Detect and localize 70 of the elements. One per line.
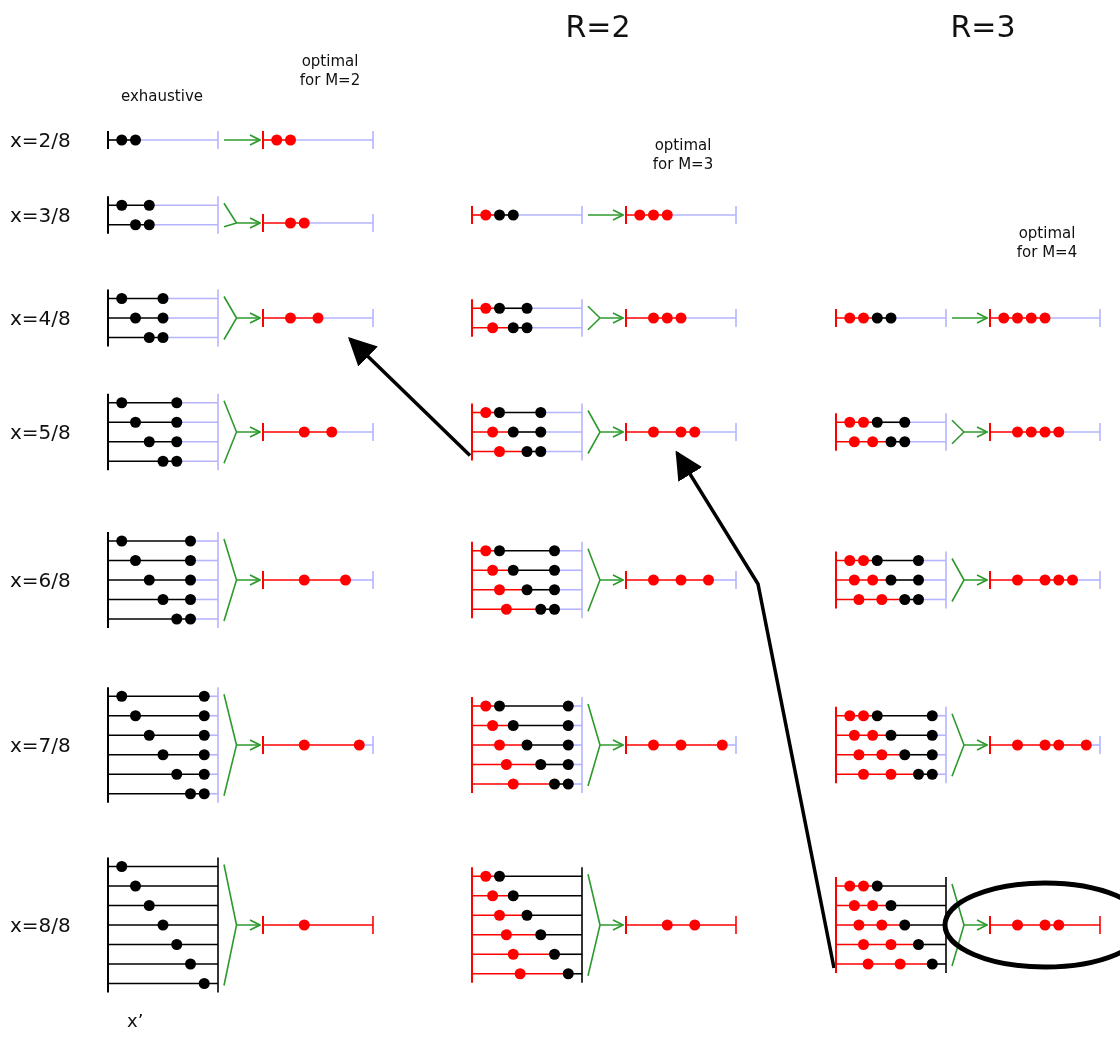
column-label: optimal for M=4: [1015, 224, 1079, 262]
interval-line-drawing: [625, 308, 737, 328]
row-label: x=5/8: [10, 420, 71, 445]
merge-arrow: [223, 134, 261, 146]
column-label: optimal for M=3: [651, 136, 715, 174]
interval-line-drawing: [989, 308, 1101, 328]
interval-bundle-drawing: [471, 696, 583, 794]
merge-arrow: [587, 703, 624, 787]
interval-line-drawing: [262, 422, 374, 442]
merge-arrow: [223, 202, 261, 229]
column-label: optimal for M=2: [298, 52, 362, 90]
merge-arrow: [223, 538, 261, 622]
interval-line-drawing: [989, 422, 1101, 442]
row-label: x=3/8: [10, 203, 71, 228]
interval-line-drawing: [262, 308, 374, 328]
interval-line-drawing: [262, 570, 374, 590]
merge-arrow: [951, 419, 988, 445]
interval-line-drawing: [625, 915, 737, 935]
interval-line-drawing: [262, 915, 374, 935]
interval-bundle-drawing: [107, 856, 219, 994]
merge-arrow: [587, 305, 624, 331]
row-label: x=6/8: [10, 568, 71, 593]
interval-bundle-drawing: [835, 550, 947, 610]
interval-line-drawing: [989, 570, 1101, 590]
interval-line-drawing: [262, 213, 374, 233]
row-label: x=7/8: [10, 733, 71, 758]
row-label: x=8/8: [10, 913, 71, 938]
interval-line-drawing: [625, 422, 737, 442]
interval-bundle-drawing: [107, 288, 219, 348]
interval-bundle-drawing: [471, 866, 583, 984]
interval-bundle-drawing: [471, 205, 583, 225]
row-label: x=4/8: [10, 306, 71, 331]
interval-line-drawing: [262, 130, 374, 150]
merge-arrow: [223, 295, 261, 341]
interval-bundle-drawing: [107, 130, 219, 150]
interval-bundle-drawing: [107, 686, 219, 804]
merge-arrow: [951, 712, 988, 778]
interval-bundle-drawing: [835, 705, 947, 785]
merge-arrow: [951, 557, 988, 603]
interval-bundle-drawing: [471, 298, 583, 338]
interval-line-drawing: [625, 735, 737, 755]
column-label: exhaustive: [121, 87, 204, 106]
interval-line-drawing: [262, 735, 374, 755]
interval-bundle-drawing: [835, 308, 947, 328]
interval-bundle-drawing: [471, 402, 583, 462]
interval-bundle-drawing: [107, 392, 219, 472]
axis-label: x’: [127, 1010, 144, 1033]
merge-arrow: [223, 863, 261, 987]
row-label: x=2/8: [10, 128, 71, 153]
arrow: [348, 337, 472, 457]
column-heading: R=2: [565, 8, 631, 46]
merge-arrow: [587, 409, 624, 455]
merge-arrow: [951, 312, 988, 324]
merge-arrow: [223, 399, 261, 465]
merge-arrow: [587, 547, 624, 613]
interval-line-drawing: [989, 915, 1101, 935]
interval-bundle-drawing: [471, 540, 583, 620]
interval-line-drawing: [625, 205, 737, 225]
merge-arrow: [587, 209, 624, 221]
merge-arrow: [223, 693, 261, 797]
merge-arrow: [587, 873, 624, 977]
interval-line-drawing: [989, 735, 1101, 755]
interval-bundle-drawing: [107, 531, 219, 629]
interval-bundle-drawing: [107, 195, 219, 235]
interval-line-drawing: [625, 570, 737, 590]
interval-bundle-drawing: [835, 412, 947, 452]
column-heading: R=3: [950, 8, 1016, 46]
interval-bundle-drawing: [835, 876, 947, 974]
merge-arrow: [951, 883, 988, 967]
arrow: [675, 450, 836, 969]
